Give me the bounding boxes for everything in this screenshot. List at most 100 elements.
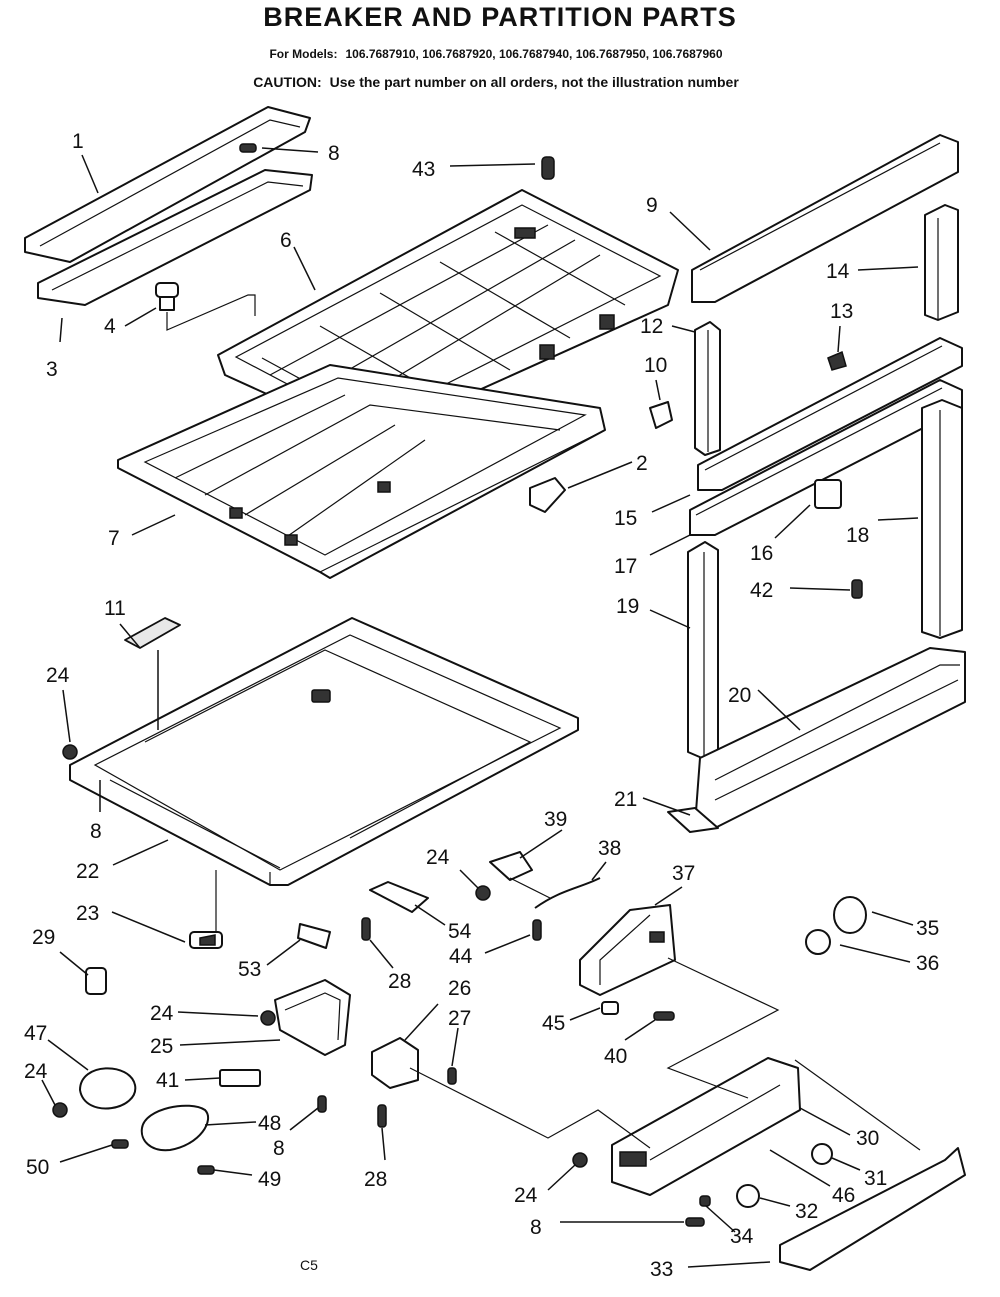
part-37-control-housing: [579, 904, 676, 996]
callout-45: 45: [542, 1012, 565, 1035]
part-2-clip: [529, 477, 566, 513]
part-38-wire: [534, 877, 601, 909]
callout-23: 23: [76, 902, 99, 925]
part-45-plug: [601, 1001, 619, 1015]
part-3-breaker-trim-lower: [37, 169, 313, 306]
part-44-screw: [532, 919, 542, 941]
part-54-bezel: [369, 881, 429, 913]
part-42-screw: [851, 579, 863, 599]
part-12-stile: [694, 321, 721, 456]
part-8-screw-d: [685, 1217, 705, 1227]
part-29-clip: [85, 967, 107, 995]
part-16-clip: [814, 479, 842, 509]
part-35-lens: [833, 896, 867, 934]
callout-36: 36: [916, 952, 939, 975]
part-10-clip: [649, 401, 673, 429]
callout-25: 25: [150, 1035, 173, 1058]
callout-4: 4: [104, 315, 116, 338]
part-11-vent: [124, 617, 181, 649]
part-13-screw: [827, 350, 847, 371]
callout-24: 24: [426, 846, 450, 869]
part-34-screw: [699, 1195, 711, 1207]
callout-42: 42: [750, 579, 773, 602]
callout-11: 11: [104, 597, 126, 620]
part-41-terminal: [219, 1069, 261, 1087]
part-7-breaker-tray: [117, 364, 606, 579]
part-1-breaker-trim: [24, 106, 311, 263]
part-23-heater: [189, 870, 223, 949]
callout-46: 46: [832, 1184, 855, 1207]
part-33-trim: [779, 1147, 966, 1271]
models-list: 106.7687910, 106.7687920, 106.7687940, 1…: [345, 47, 723, 61]
part-43-screw: [541, 156, 555, 180]
part-49-screw: [197, 1165, 215, 1175]
callout-24: 24: [46, 664, 70, 687]
callout-3: 3: [46, 358, 58, 381]
callout-2: 2: [636, 452, 648, 475]
part-31-knob: [811, 1143, 833, 1165]
callout-17: 17: [614, 555, 637, 578]
part-40-screw: [653, 1011, 675, 1021]
callout-34: 34: [730, 1225, 754, 1248]
callout-9: 9: [646, 194, 658, 217]
callout-49: 49: [258, 1168, 281, 1191]
callout-26: 26: [448, 977, 471, 1000]
part-18-stile: [921, 399, 963, 639]
caution-line: CAUTION:Use the part number on all order…: [0, 74, 1000, 90]
callout-40: 40: [604, 1045, 627, 1068]
callout-13: 13: [830, 300, 853, 323]
part-21-bracket: [667, 807, 719, 833]
part-50-screw: [111, 1139, 129, 1149]
callout-14: 14: [826, 260, 850, 283]
callout-29: 29: [32, 926, 55, 949]
callout-47: 47: [24, 1022, 47, 1045]
callout-41: 41: [156, 1069, 179, 1092]
callout-8: 8: [90, 820, 102, 843]
callout-1: 1: [72, 130, 84, 153]
wire-harness: [409, 957, 921, 1151]
callout-53: 53: [238, 958, 261, 981]
page-code: C5: [300, 1257, 318, 1273]
part-19-stile: [687, 541, 719, 759]
part-22-partition: [69, 617, 579, 886]
part-28-screw-a: [361, 917, 371, 941]
part-4-screw-grommet: [155, 282, 256, 331]
callout-21: 21: [614, 788, 637, 811]
callout-35: 35: [916, 917, 939, 940]
part-8-screw-top: [239, 143, 257, 153]
callout-18: 18: [846, 524, 869, 547]
callout-48: 48: [258, 1112, 281, 1135]
callout-15: 15: [614, 507, 637, 530]
models-line: For Models: 106.7687910, 106.7687920, 106…: [0, 47, 1000, 61]
part-26-thermostat: [371, 1037, 419, 1089]
part-24-nut-a: [62, 744, 78, 760]
part-14-stile: [924, 204, 959, 321]
callout-37: 37: [672, 862, 695, 885]
part-36-bulb: [805, 929, 831, 955]
callout-12: 12: [640, 315, 663, 338]
callout-24: 24: [24, 1060, 48, 1083]
callout-27: 27: [448, 1007, 471, 1030]
callout-24: 24: [150, 1002, 174, 1025]
callout-7: 7: [108, 527, 120, 550]
part-27-screw: [447, 1067, 457, 1085]
part-9-top-rail: [691, 134, 959, 303]
part-24-nut-e: [572, 1152, 588, 1168]
part-47-lamp-socket: [79, 1067, 137, 1110]
models-label: For Models:: [269, 47, 338, 61]
callout-22: 22: [76, 860, 99, 883]
part-24-nut-b: [475, 885, 491, 901]
callout-10: 10: [644, 354, 667, 377]
callout-28: 28: [364, 1168, 387, 1191]
page-title: BREAKER AND PARTITION PARTS: [263, 2, 737, 32]
callout-43: 43: [412, 158, 435, 181]
callout-44: 44: [449, 945, 473, 968]
caution-label: CAUTION:: [253, 74, 322, 90]
callout-54: 54: [448, 920, 472, 943]
callout-28: 28: [388, 970, 411, 993]
callout-20: 20: [728, 684, 751, 707]
part-24-nut-d: [52, 1102, 68, 1118]
part-39-knob: [489, 851, 551, 899]
part-32-knob: [736, 1184, 760, 1208]
